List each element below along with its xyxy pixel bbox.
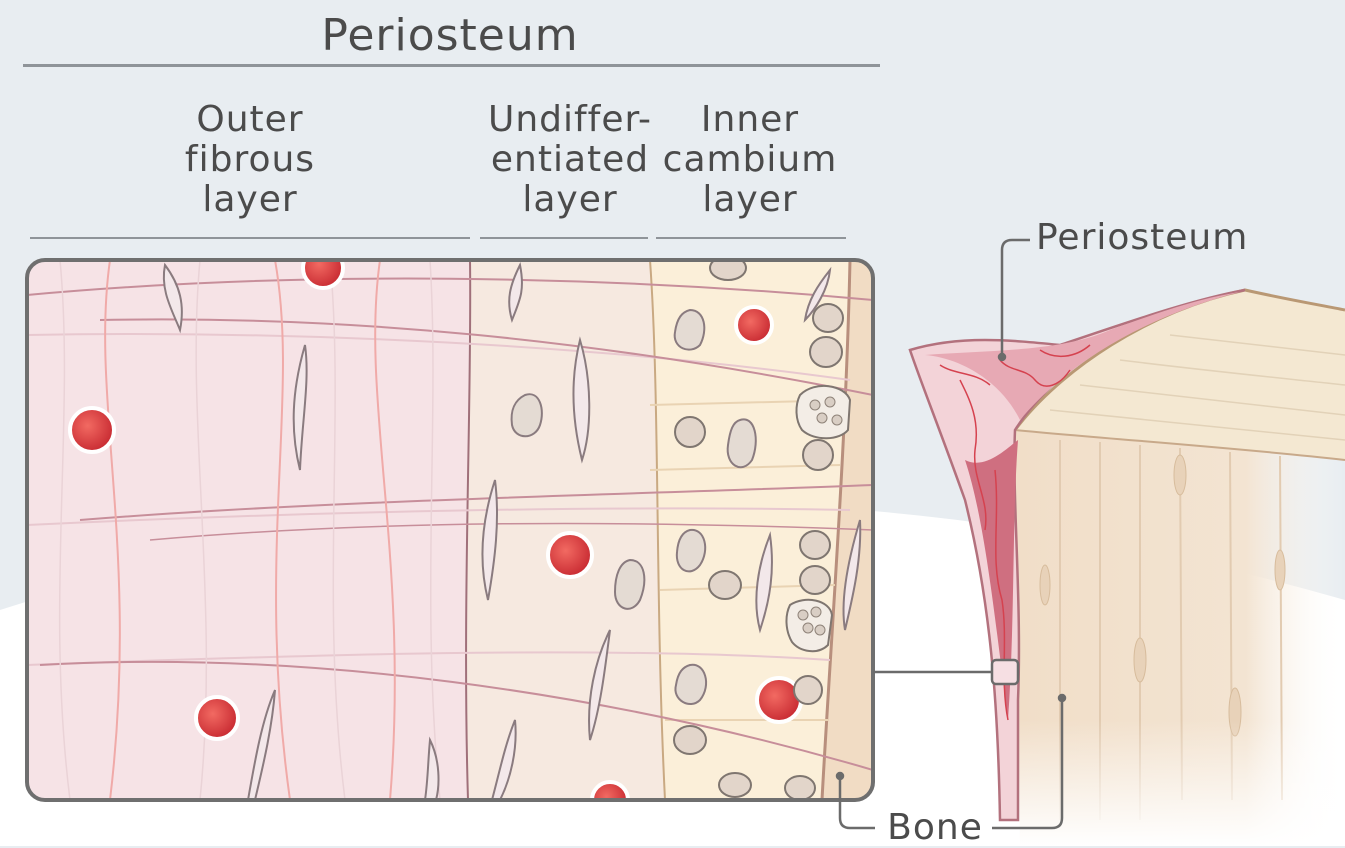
magnified-panel: [27, 248, 873, 818]
periosteum-heading-rule: [23, 64, 880, 67]
periosteum-heading: Periosteum: [200, 12, 700, 60]
bone-callout: Bone: [880, 808, 990, 848]
inner-cambium-layer-label: Inner cambium layer: [655, 100, 845, 220]
undifferentiated-rule: [480, 237, 648, 239]
undifferentiated-layer-label: Undiffer- entiated layer: [470, 100, 670, 220]
outer-fibrous-layer-label: Outer fibrous layer: [110, 100, 390, 220]
periosteum-callout: Periosteum: [1036, 218, 1276, 258]
inner-cambium-rule: [656, 237, 846, 239]
outer-fibrous-rule: [30, 237, 470, 239]
